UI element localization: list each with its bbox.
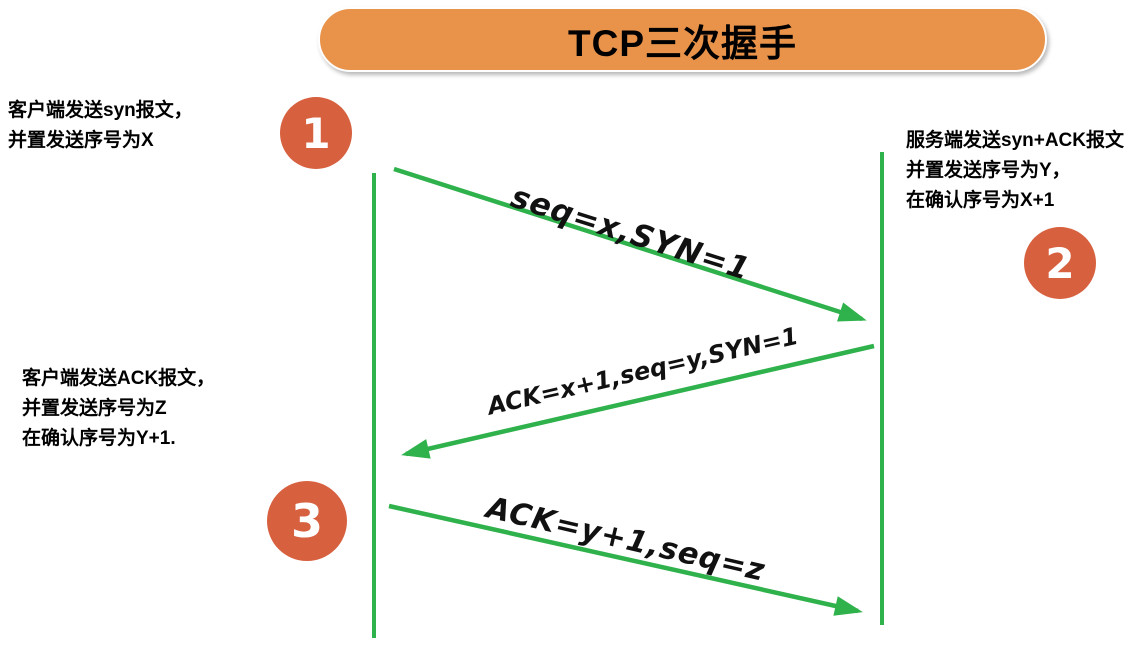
title-banner: TCP三次握手 — [318, 7, 1047, 72]
note-client-syn-line-2: 并置发送序号为X — [8, 130, 154, 151]
note-client-ack-line-2: 并置发送序号为Z — [22, 398, 167, 419]
step-badge-3: 3 — [267, 481, 347, 561]
note-server-synack-line-3: 在确认序号为X+1 — [906, 190, 1055, 211]
note-client-ack-line-1: 客户端发送ACK报文， — [22, 368, 216, 389]
step-3-number: 3 — [290, 494, 323, 548]
syn-arrow — [393, 166, 867, 322]
step-1-number: 1 — [301, 108, 331, 158]
step-badge-2: 2 — [1024, 227, 1096, 299]
note-client-syn-line-1: 客户端发送syn报文， — [8, 100, 193, 121]
note-client-ack: 客户端发送ACK报文， 并置发送序号为Z 在确认序号为Y+1. — [22, 364, 215, 454]
step-badge-1: 1 — [280, 97, 352, 169]
note-server-synack-line-2: 并置发送序号为Y， — [906, 160, 1071, 181]
note-server-synack: 服务端发送syn+ACK报文 并置发送序号为Y， 在确认序号为X+1 — [906, 126, 1124, 216]
note-client-syn: 客户端发送syn报文， 并置发送序号为X — [8, 96, 193, 156]
note-server-synack-line-1: 服务端发送syn+ACK报文 — [906, 130, 1124, 151]
diagram-title: TCP三次握手 — [568, 22, 797, 64]
step-2-number: 2 — [1045, 238, 1075, 288]
note-client-ack-line-3: 在确认序号为Y+1. — [22, 428, 176, 449]
ack-arrow — [388, 503, 863, 616]
synack-arrow — [401, 343, 875, 459]
